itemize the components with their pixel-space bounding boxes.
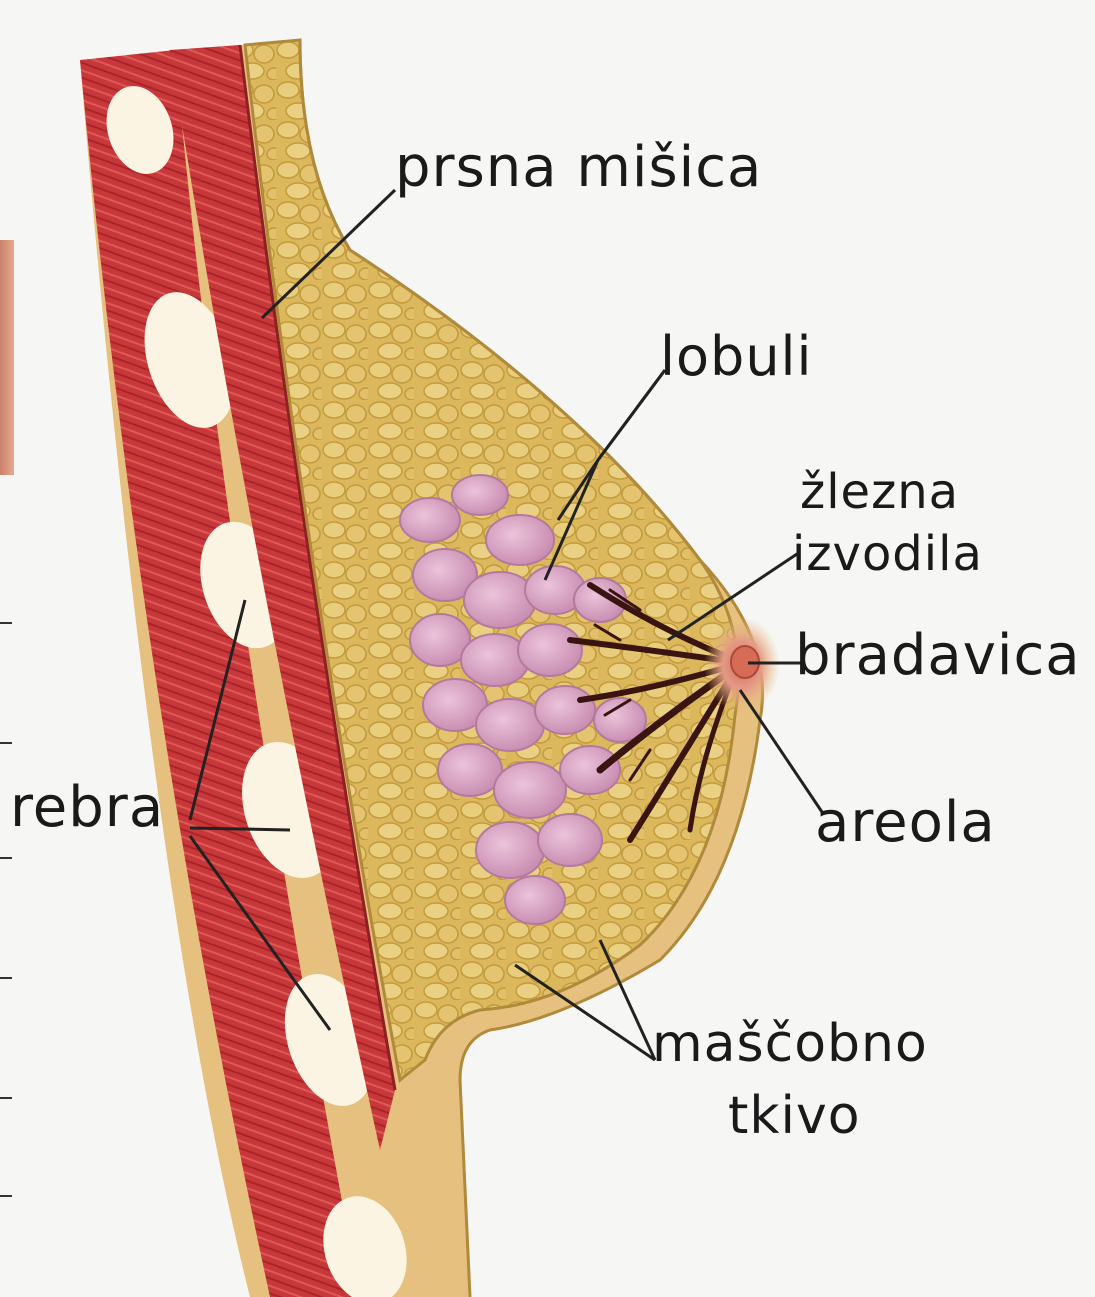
- label-fat-line1: maščobno: [652, 1018, 928, 1070]
- label-fat-line2: tkivo: [728, 1090, 861, 1142]
- label-pectoral-muscle: prsna mišica: [395, 140, 762, 196]
- label-ducts-line1: žlezna: [800, 468, 959, 516]
- ribs-leader-2: [190, 828, 290, 830]
- label-areola: areola: [815, 795, 996, 851]
- label-nipple: bradavica: [795, 628, 1081, 684]
- label-lobules: lobuli: [660, 330, 813, 384]
- label-ribs: rebra: [10, 780, 164, 836]
- label-ducts-line2: izvodila: [792, 530, 983, 578]
